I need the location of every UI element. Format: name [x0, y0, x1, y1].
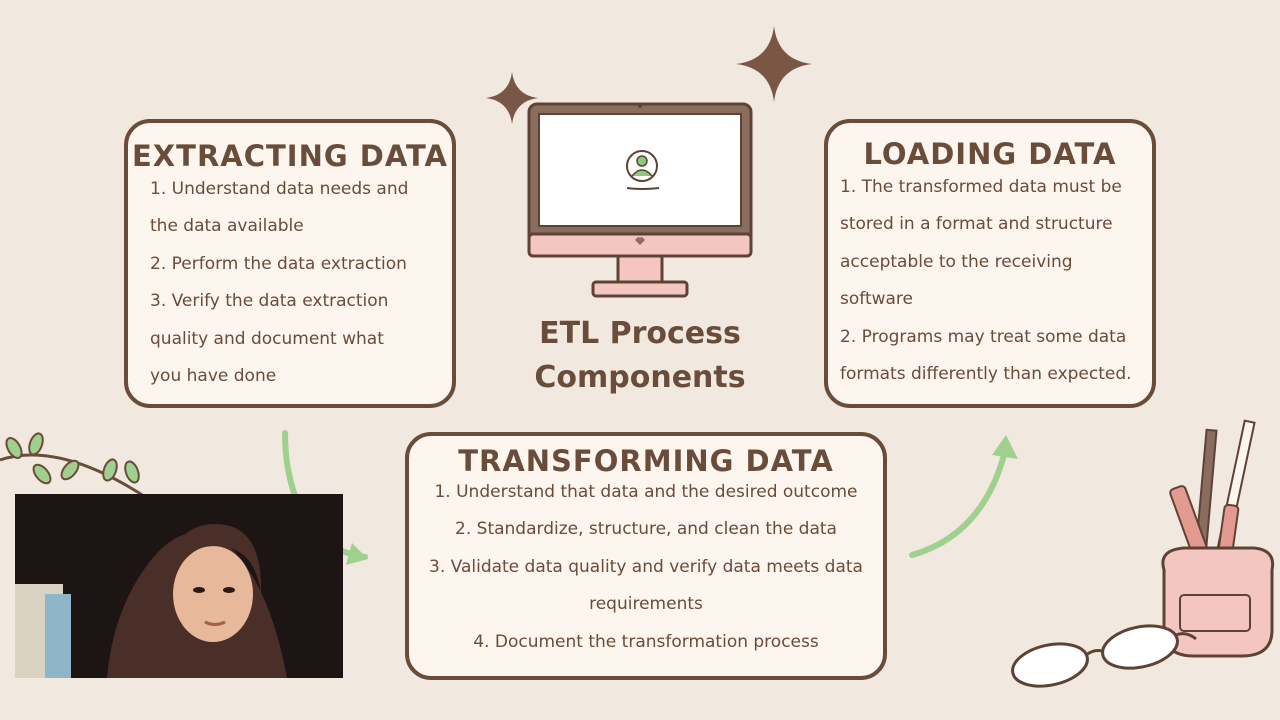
transforming-data-steps: 1. Understand that data and the desired …: [429, 482, 863, 652]
loading-data-steps: 1. The transformed data must be stored i…: [840, 177, 1132, 385]
page-title: ETL Process Components: [520, 312, 760, 400]
loading-data-card: LOADING DATA 1. The transformed data mus…: [824, 119, 1156, 408]
title-line-1: ETL Process: [539, 316, 741, 351]
transforming-data-heading: TRANSFORMING DATA: [458, 444, 834, 478]
monitor-icon: [527, 102, 753, 298]
extracting-data-steps: 1. Understand data needs and the data av…: [150, 179, 409, 387]
transforming-data-card: TRANSFORMING DATA 1. Understand that dat…: [405, 432, 887, 680]
arrow-icon-up: [909, 435, 1018, 558]
glasses-icon: [1011, 624, 1197, 688]
sparkle-icon-large: [736, 26, 812, 102]
leaf-icon: [0, 432, 151, 502]
user-icon: [626, 150, 658, 182]
pencil-cup-icon: [1161, 419, 1275, 658]
title-line-2: Components: [534, 360, 746, 395]
extracting-data-heading: EXTRACTING DATA: [132, 139, 448, 173]
loading-data-heading: LOADING DATA: [863, 137, 1117, 171]
webcam-video: [15, 494, 343, 678]
sparkle-icon-small: [486, 72, 538, 124]
extracting-data-card: EXTRACTING DATA 1. Understand data needs…: [124, 119, 456, 408]
